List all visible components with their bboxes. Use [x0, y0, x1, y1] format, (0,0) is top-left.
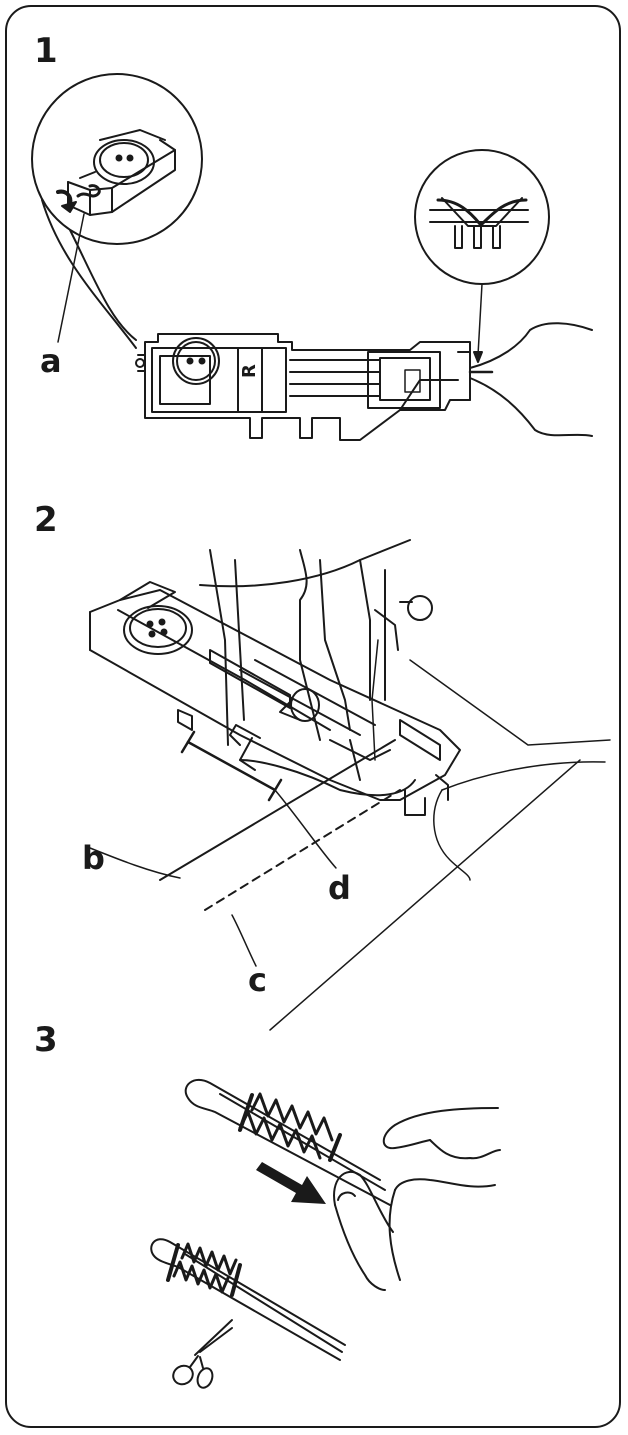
magnifier-tail-left-outer — [41, 199, 137, 349]
label-a: a — [40, 342, 62, 380]
buttonhole-stitches-large — [238, 1092, 342, 1162]
pin-large — [184, 1078, 391, 1206]
thread-step2-right — [441, 761, 606, 791]
magnifier-tail-left — [69, 229, 137, 341]
pull-direction-arrow — [256, 1162, 326, 1204]
label-b: b — [82, 839, 105, 877]
thread-clip-detail — [429, 197, 529, 249]
foot-r-mark: R — [239, 364, 260, 378]
pointer-line-a — [57, 213, 85, 343]
thread-lower — [469, 377, 593, 437]
label-c: c — [248, 961, 267, 999]
fabric-edge-right — [409, 659, 611, 746]
button-holder-detail — [67, 129, 176, 216]
spring-wire — [76, 184, 101, 198]
thread-upper — [469, 322, 593, 369]
step-2-illustration — [89, 539, 611, 1031]
detail-magnifier-left — [31, 73, 203, 245]
thread-step2-down — [433, 789, 471, 881]
step-3-illustration — [150, 1078, 501, 1389]
hand-illustration — [333, 1107, 501, 1291]
step-1-number: 1 — [34, 31, 58, 71]
fabric-edge-bottom — [269, 759, 581, 1031]
stitch-line — [204, 789, 401, 911]
length-indicator — [186, 740, 277, 792]
pointer-line-d — [274, 789, 337, 869]
pointer-line-c — [231, 914, 257, 967]
foot-sole — [229, 688, 416, 797]
pin-small — [150, 1238, 346, 1361]
buttonhole-foot-angled — [89, 581, 461, 816]
pointer-line-clip — [477, 283, 483, 356]
buttonhole-stitches-small — [166, 1242, 242, 1297]
label-d: d — [328, 869, 351, 907]
buttonhole-foot-top-view — [135, 333, 471, 441]
presser-shank — [199, 539, 433, 761]
page-frame — [5, 5, 621, 1428]
cutting-line — [159, 739, 396, 881]
pointer-arrow-clip — [473, 351, 483, 363]
step-1-illustration: R — [31, 73, 593, 441]
step-3-number: 3 — [34, 1020, 58, 1060]
pin-small-inner — [184, 1253, 343, 1353]
step-2-number: 2 — [34, 500, 58, 540]
pointer-line-b — [89, 847, 181, 879]
lever-arrow — [56, 189, 77, 213]
scissors-icon — [172, 1319, 233, 1389]
detail-magnifier-right — [414, 149, 550, 285]
